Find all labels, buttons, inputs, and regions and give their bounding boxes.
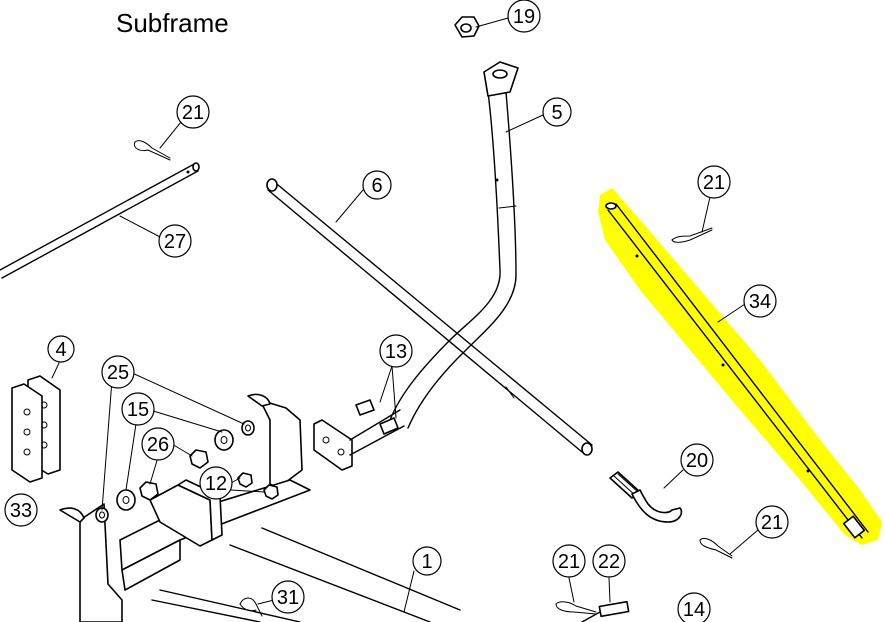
part-12-nut-right: [237, 472, 253, 488]
svg-text:20: 20: [686, 450, 708, 472]
callout-12: 12: [199, 466, 233, 500]
part-22-pin: [581, 600, 630, 622]
svg-text:34: 34: [749, 291, 771, 313]
part-1-subframe: [59, 393, 461, 622]
leader-lines: [51, 17, 759, 613]
callout-6: 6: [362, 170, 392, 200]
callout-21-top-left: 21: [176, 95, 210, 129]
callout-21-bottom: 21: [552, 544, 586, 578]
svg-text:21: 21: [182, 102, 204, 124]
part-21-clip-lower-right: [699, 537, 733, 559]
part-12-nut-frame: [263, 484, 279, 500]
callout-13: 13: [379, 334, 413, 368]
callout-15: 15: [121, 392, 155, 426]
part-15-washer-left: [116, 489, 136, 511]
callout-22: 22: [592, 544, 626, 578]
part-19-nut: [454, 16, 480, 38]
part-26-nut-left: [139, 481, 159, 501]
svg-text:27: 27: [164, 231, 186, 253]
callout-5: 5: [542, 97, 572, 127]
part-21-clip-bottom: [555, 601, 597, 615]
part-27-rod: [0, 162, 200, 279]
svg-text:25: 25: [107, 362, 129, 384]
part-20-hook-bolt: [609, 471, 683, 523]
svg-text:33: 33: [10, 500, 32, 522]
callout-34: 34: [743, 284, 777, 318]
svg-text:26: 26: [147, 434, 169, 456]
part-15-washer-right: [214, 429, 234, 451]
callout-26: 26: [141, 427, 175, 461]
svg-text:21: 21: [703, 172, 725, 194]
part-21-clip-top-left: [133, 140, 171, 161]
svg-text:19: 19: [513, 6, 535, 28]
part-25-washer-right: [241, 420, 255, 436]
callout-4: 4: [47, 335, 75, 363]
svg-text:31: 31: [277, 587, 299, 609]
callout-20: 20: [680, 443, 714, 477]
svg-text:21: 21: [761, 512, 783, 534]
callout-19: 19: [507, 0, 541, 33]
svg-text:22: 22: [598, 551, 620, 573]
part-34-rod: [605, 202, 869, 539]
svg-text:5: 5: [551, 102, 562, 124]
svg-text:13: 13: [385, 341, 407, 363]
part-5-tube: [389, 61, 519, 429]
callout-14: 14: [677, 592, 711, 622]
callout-31: 31: [271, 580, 305, 614]
svg-text:15: 15: [127, 399, 149, 421]
part-21-clip-right: [671, 227, 713, 243]
callout-33: 33: [4, 493, 38, 527]
svg-text:6: 6: [371, 175, 382, 197]
part-33-plate: [11, 383, 43, 483]
callout-27: 27: [158, 224, 192, 258]
callout-25: 25: [101, 355, 135, 389]
svg-text:1: 1: [421, 551, 432, 573]
svg-text:21: 21: [558, 551, 580, 573]
part-26-nut-right: [189, 449, 209, 469]
svg-text:14: 14: [683, 599, 705, 621]
part-31-clip: [239, 597, 263, 617]
part-13-bracket: [313, 399, 405, 471]
callout-21-lower-right: 21: [755, 505, 789, 539]
part-6-tube: [266, 178, 593, 456]
diagram-title: Subframe: [116, 8, 229, 38]
svg-text:4: 4: [55, 339, 66, 361]
svg-text:12: 12: [205, 473, 227, 495]
callout-1: 1: [412, 546, 442, 576]
callout-21-right: 21: [697, 165, 731, 199]
